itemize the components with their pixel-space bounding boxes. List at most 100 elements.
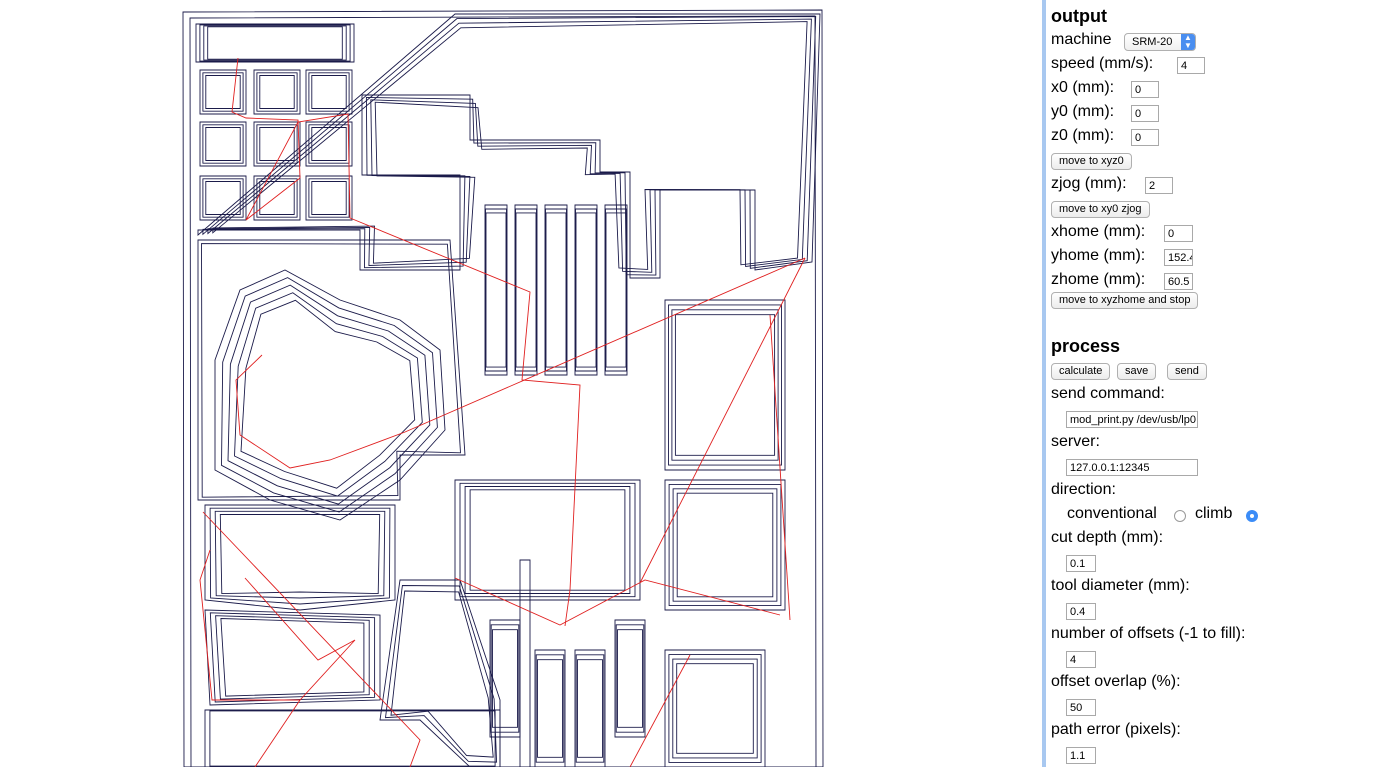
climb-radio[interactable] (1246, 510, 1258, 522)
toolpath-outline (215, 615, 370, 700)
toolpath-outline (484, 204, 508, 376)
server-input[interactable]: 127.0.0.1:12345 (1066, 459, 1198, 476)
toolpath-outline (199, 69, 247, 115)
toolpath-outline (469, 489, 626, 591)
toolpath-outline (384, 585, 498, 763)
zhome-label: zhome (mm): (1051, 271, 1146, 288)
zjog-input[interactable]: 2 (1145, 177, 1173, 194)
toolpath-outline (577, 659, 603, 758)
toolpath-outline (485, 208, 507, 372)
toolpath-outline (615, 624, 645, 733)
toolpath-outline (534, 649, 566, 767)
toolpath-outline (219, 514, 381, 595)
toolpath-outline (492, 629, 518, 728)
toolpath-outline (259, 181, 295, 215)
toolpath-outline (575, 654, 605, 763)
output-heading: output (1051, 6, 1107, 26)
toolpath-outline (574, 204, 598, 376)
path-error-label: path error (pixels): (1051, 721, 1181, 738)
rapid-move-line (639, 257, 806, 584)
cut-depth-input[interactable]: 0.1 (1066, 555, 1096, 572)
send-button[interactable]: send (1167, 363, 1207, 380)
toolpath-outline (489, 619, 521, 738)
send-command-input[interactable]: mod_print.py /dev/usb/lp0 (1066, 411, 1198, 428)
machine-select[interactable]: SRM-20 ▲▼ (1124, 33, 1196, 51)
toolpath-outline (253, 175, 301, 221)
toolpath-outline (202, 178, 244, 218)
toolpath-outline (234, 292, 423, 497)
toolpath-outline (220, 618, 365, 697)
toolpath-outline (664, 299, 786, 471)
toolpath-outline (459, 482, 636, 598)
overlap-input[interactable]: 50 (1066, 699, 1096, 716)
save-button[interactable]: save (1117, 363, 1157, 380)
rapid-move-line (231, 57, 581, 627)
toolpath-outline (575, 212, 597, 368)
toolpath-outline (545, 212, 567, 368)
x0-input[interactable]: 0 (1131, 81, 1159, 98)
speed-input[interactable]: 4 (1177, 57, 1205, 74)
zhome-input[interactable]: 60.5 (1164, 273, 1193, 290)
cut-depth-label: cut depth (mm): (1051, 529, 1164, 546)
y0-label: y0 (mm): (1051, 103, 1115, 120)
toolpath-outline (227, 284, 431, 505)
toolpath-outline (671, 309, 779, 461)
rapid-move-line (235, 257, 806, 469)
toolpath-outline (195, 23, 355, 63)
settings-panel: output machine SRM-20 ▲▼ speed (mm/s): 4… (1051, 0, 1381, 767)
toolpath-outline (209, 612, 376, 703)
toolpath-outline (240, 299, 416, 489)
toolpath-outline (205, 127, 241, 161)
toolpath-outline (214, 269, 446, 521)
rapid-move-line (454, 577, 781, 626)
toolpath-outline (203, 25, 347, 61)
move-to-xyz0-button[interactable]: move to xyz0 (1051, 153, 1132, 170)
toolpath-outline (259, 75, 295, 109)
toolpath-outline (575, 208, 597, 372)
yhome-input[interactable]: 152.4 (1164, 249, 1193, 266)
toolpath-outline (212, 21, 808, 270)
move-to-xyzhome-button[interactable]: move to xyzhome and stop (1051, 292, 1199, 309)
toolpath-outline (311, 75, 347, 109)
y0-input[interactable]: 0 (1131, 105, 1159, 122)
calculate-button[interactable]: calculate (1051, 363, 1111, 380)
toolpath-outline (544, 204, 568, 376)
toolpath-outline (209, 507, 391, 605)
toolpath-outline (207, 26, 343, 60)
offsets-input[interactable]: 4 (1066, 651, 1096, 668)
toolpath-outline (259, 127, 295, 161)
overlap-label: offset overlap (%): (1051, 673, 1181, 690)
toolpath-outline (537, 659, 563, 758)
path-error-input[interactable]: 1.1 (1066, 747, 1096, 764)
tool-diameter-input[interactable]: 0.4 (1066, 603, 1096, 620)
conventional-label: conventional (1067, 505, 1157, 522)
cut-paths (182, 9, 824, 767)
toolpath-outline (574, 649, 606, 767)
rapid-moves (199, 57, 806, 767)
toolpath-outline (464, 486, 631, 594)
z0-input[interactable]: 0 (1131, 129, 1159, 146)
toolpath-outline (605, 208, 627, 372)
direction-label: direction: (1051, 481, 1116, 498)
toolpath-canvas (182, 9, 824, 767)
toolpath-outline (205, 75, 241, 109)
xhome-input[interactable]: 0 (1164, 225, 1193, 242)
toolpath-outline (305, 69, 353, 115)
zjog-label: zjog (mm): (1051, 175, 1127, 192)
toolpath-outline (668, 483, 782, 607)
machine-label: machine (1051, 31, 1112, 48)
toolpath-outline (617, 629, 643, 728)
chevron-updown-icon: ▲▼ (1181, 34, 1195, 50)
move-to-xy0-zjog-button[interactable]: move to xy0 zjog (1051, 201, 1150, 218)
conventional-radio[interactable] (1174, 510, 1186, 522)
toolpath-outline (209, 710, 496, 767)
panel-divider[interactable] (1042, 0, 1046, 767)
toolpath-outline (308, 72, 350, 112)
process-heading: process (1051, 336, 1121, 356)
toolpath-outline (614, 619, 646, 738)
toolpath-outline (197, 239, 466, 501)
toolpath-outline (214, 510, 386, 599)
toolpath-outline (253, 121, 301, 167)
toolpath-outline (664, 479, 786, 611)
toolpath-outline (390, 590, 494, 758)
